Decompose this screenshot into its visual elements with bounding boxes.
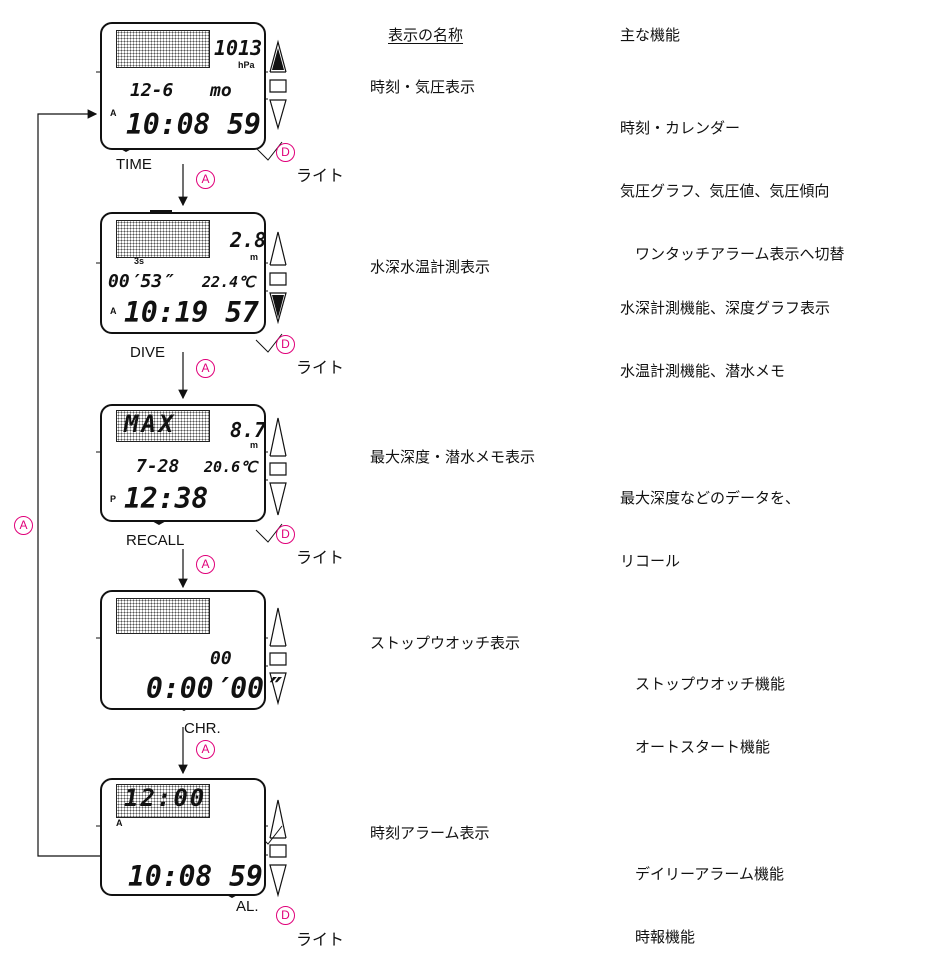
alarm-indicator: A — [116, 818, 123, 828]
watch-display-alarm: 12:00 A 10:08 59 — [100, 778, 266, 896]
watch-display-stopwatch: 00 0:00′00″ — [100, 590, 281, 710]
button-a-icon[interactable]: A — [196, 740, 215, 759]
time-value: 10:19 57 — [124, 296, 259, 329]
alarm-indicator: A — [110, 108, 117, 118]
watch-display-recall: MAX 8.7 m 7-28 20.6℃ P 12:38 — [100, 404, 266, 522]
mode-functions-time: 時刻・カレンダー 気圧グラフ、気圧値、気圧傾向 ワンタッチアラーム表示へ切替 — [620, 119, 845, 263]
button-a-icon[interactable]: A — [14, 516, 33, 535]
weekday-value: mo — [210, 80, 232, 101]
water-temp-value: 22.4℃ — [202, 273, 255, 291]
recall-date-value: 7-28 — [136, 456, 180, 477]
depth-unit: m — [250, 252, 259, 262]
mode-functions-alarm: デイリーアラーム機能 時報機能 — [635, 865, 784, 946]
button-a-icon[interactable]: A — [196, 359, 215, 378]
side-buttons — [269, 39, 287, 898]
alarm-indicator: A — [110, 306, 117, 316]
mode-name-stopwatch: ストップウオッチ表示 — [370, 634, 521, 652]
date-value: 12-6 — [130, 80, 174, 101]
mode-label-alarm: AL. — [236, 898, 259, 915]
max-depth-value: 8.7 — [230, 418, 267, 442]
depth-unit: m — [250, 440, 259, 450]
button-d-icon[interactable]: D — [276, 335, 295, 354]
button-d-icon[interactable]: D — [276, 143, 295, 162]
ampm-indicator: P — [110, 494, 117, 504]
dot-matrix-area — [116, 784, 210, 818]
button-d-icon[interactable]: D — [276, 906, 295, 925]
column-header-name: 表示の名称 — [388, 26, 464, 44]
mode-label-recall: RECALL — [126, 532, 185, 549]
dive-start-time: 12:38 — [124, 482, 209, 515]
mode-functions-dive: 水深計測機能、深度グラフ表示 水温計測機能、潜水メモ — [620, 299, 831, 380]
max-label: MAX — [124, 410, 177, 438]
mode-label-chronograph: CHR. — [184, 720, 221, 737]
light-label: ライト — [296, 548, 345, 567]
depth-value: 2.8 — [230, 228, 267, 252]
watch-display-time: 1013 hPa 12-6 mo A 10:08 59 — [100, 22, 266, 150]
button-d-icon[interactable]: D — [276, 525, 295, 544]
mode-name-time: 時刻・気圧表示 — [370, 78, 476, 96]
mode-name-recall: 最大深度・潜水メモ表示 — [370, 448, 536, 466]
elapsed-time-value: 0:00′00″ — [146, 672, 281, 705]
button-a-icon[interactable]: A — [196, 555, 215, 574]
dot-matrix-area — [116, 410, 210, 442]
pressure-unit: hPa — [238, 60, 255, 70]
time-value: 10:08 59 — [128, 860, 263, 893]
light-label: ライト — [296, 930, 345, 949]
mode-name-alarm: 時刻アラーム表示 — [370, 824, 490, 842]
mode-label-time: TIME — [116, 156, 152, 173]
dot-matrix-area — [116, 598, 210, 634]
split-value: 00 — [210, 648, 232, 669]
button-a-icon[interactable]: A — [196, 170, 215, 189]
pressure-graph — [116, 30, 210, 68]
alarm-time-value: 12:00 — [124, 784, 207, 812]
mode-label-dive: DIVE — [130, 344, 166, 361]
light-label: ライト — [296, 166, 345, 185]
dive-time-value: 00′53″ — [108, 271, 174, 292]
graph-scale-label: 3s — [134, 256, 145, 266]
time-value: 10:08 59 — [126, 108, 261, 141]
light-label: ライト — [296, 358, 345, 377]
water-temp-value: 20.6℃ — [204, 458, 257, 476]
pressure-value: 1013 — [214, 36, 263, 60]
mode-functions-recall: 最大深度などのデータを、 リコール — [620, 489, 801, 570]
column-header-function: 主な機能 — [620, 26, 681, 44]
mode-functions-stopwatch: ストップウオッチ機能 オートスタート機能 — [635, 675, 786, 756]
watch-display-dive: 3s 2.8 m 00′53″ 22.4℃ A 10:19 57 — [100, 212, 266, 334]
mode-name-dive: 水深水温計測表示 — [370, 258, 491, 276]
depth-graph — [116, 220, 210, 258]
